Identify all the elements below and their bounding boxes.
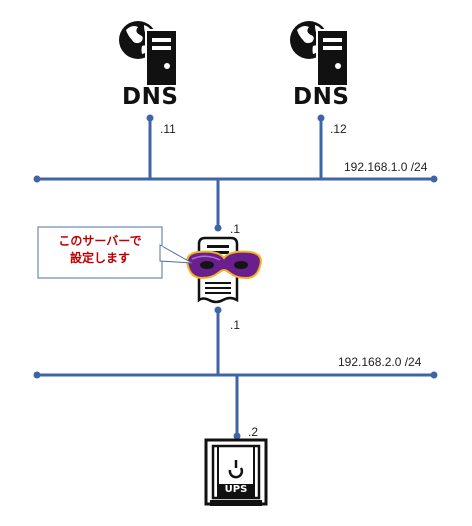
dns2-host-address: .12	[330, 122, 347, 136]
bus2-left-end	[33, 371, 41, 379]
bus2-right-end	[430, 371, 438, 379]
dns1-host-address: .11	[160, 122, 176, 136]
bus1-left-end	[33, 175, 41, 183]
dns2-port	[317, 114, 325, 122]
dns2-label: DNS	[293, 84, 350, 110]
ups-label: UPS	[224, 484, 248, 495]
network1-subnet: 192.168.1.0 /24	[344, 160, 428, 174]
router-lower-host: .1	[230, 318, 241, 332]
router-lower-port	[214, 306, 222, 314]
network2-subnet: 192.168.2.0 /24	[338, 355, 422, 369]
dns1-server-icon	[119, 21, 178, 87]
callout-box	[37, 226, 163, 279]
callout-line-2: 設定します	[69, 251, 130, 265]
mask-icon	[186, 250, 262, 280]
ups-host-address: .2	[248, 425, 259, 439]
ups-icon	[204, 438, 268, 506]
ups-port	[233, 432, 241, 440]
dns1-label: DNS	[122, 84, 179, 110]
dns2-server-icon	[290, 21, 349, 87]
router-upper-port	[214, 224, 222, 232]
router-upper-host: .1	[230, 222, 241, 236]
callout-line-1: このサーバーで	[58, 234, 142, 248]
callout-text: このサーバーで 設定します	[38, 233, 162, 267]
callout-pointer	[159, 244, 193, 264]
bus1-right-end	[430, 175, 438, 183]
dns1-port	[146, 114, 154, 122]
